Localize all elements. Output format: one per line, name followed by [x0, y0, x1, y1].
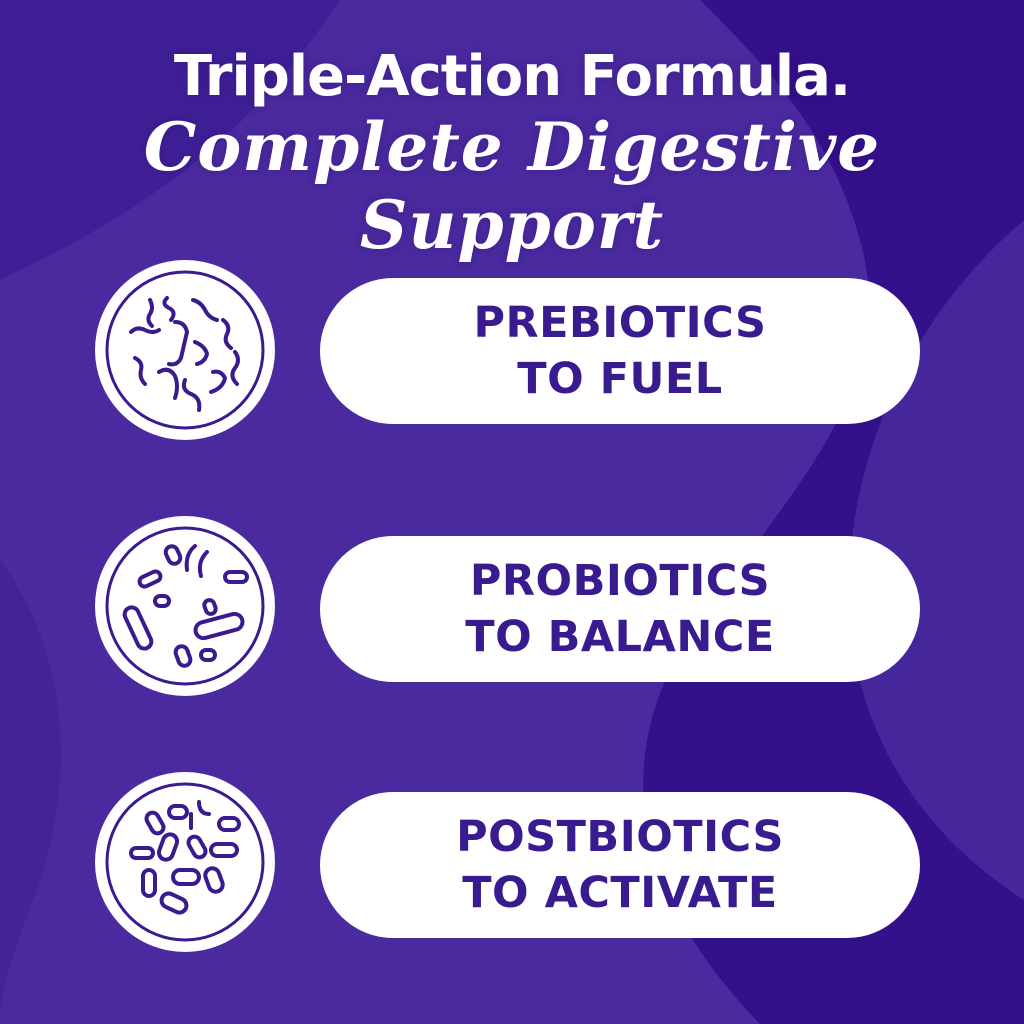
feature-label: POSTBIOTICS TO ACTIVATE [456, 809, 784, 921]
feature-line-1: PROBIOTICS [469, 556, 771, 606]
bacteria-capsules-icon [105, 782, 265, 942]
feature-label: PROBIOTICS TO BALANCE [465, 553, 775, 665]
feature-probiotics: PROBIOTICS TO BALANCE [0, 516, 1024, 696]
badge-circle [95, 260, 275, 440]
bacteria-rods-icon [105, 526, 265, 686]
headline: Triple-Action Formula. [173, 44, 851, 109]
feature-line-1: POSTBIOTICS [456, 812, 784, 862]
feature-pill: PREBIOTICS TO FUEL [320, 278, 920, 424]
feature-postbiotics: POSTBIOTICS TO ACTIVATE [0, 772, 1024, 952]
feature-pill: PROBIOTICS TO BALANCE [320, 536, 920, 682]
feature-label: PREBIOTICS TO FUEL [474, 295, 767, 407]
feature-line-2: TO ACTIVATE [462, 868, 778, 918]
feature-line-2: TO FUEL [517, 354, 723, 404]
feature-pill: POSTBIOTICS TO ACTIVATE [320, 792, 920, 938]
badge-circle [95, 516, 275, 696]
bacteria-strands-icon [105, 270, 265, 430]
feature-line-1: PREBIOTICS [473, 298, 767, 348]
badge-circle [95, 772, 275, 952]
feature-line-2: TO BALANCE [465, 612, 775, 662]
feature-prebiotics: PREBIOTICS TO FUEL [0, 260, 1024, 440]
tagline: Complete Digestive Support [143, 108, 881, 264]
